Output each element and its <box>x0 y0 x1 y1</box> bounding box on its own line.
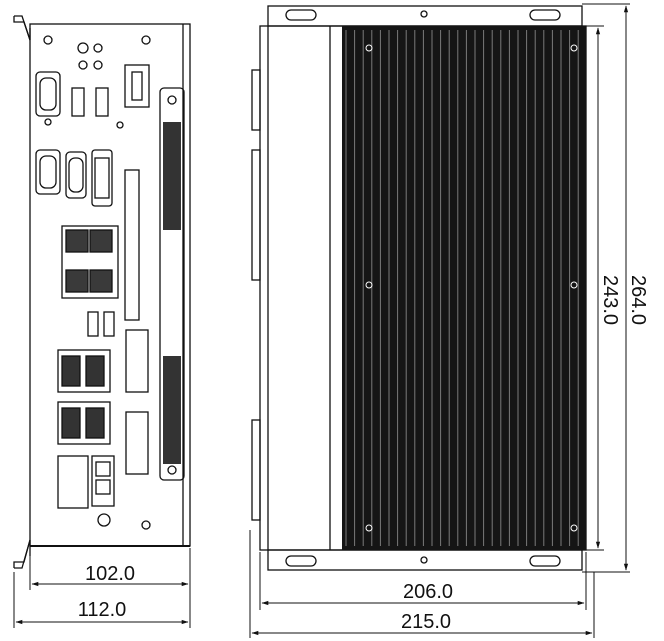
screw <box>141 35 151 45</box>
lan-port-block-2 <box>57 401 111 445</box>
dim-label-outer-width-top: 215.0 <box>401 611 451 633</box>
dvi-port <box>91 149 113 207</box>
power-connector <box>57 455 115 509</box>
side-connector-outline <box>251 69 261 521</box>
dim-label-outer-height: 264.0 <box>627 275 649 325</box>
top-view <box>251 5 587 571</box>
top-mounting-flange <box>267 5 583 27</box>
bottom-mounting-flange <box>267 549 583 571</box>
screw <box>141 520 151 530</box>
lan-port-block-1 <box>57 349 111 393</box>
hdmi-port-1 <box>71 87 85 117</box>
ground-screw <box>97 513 111 527</box>
power-button <box>77 42 89 54</box>
sim-slot <box>124 64 150 108</box>
expansion-bracket <box>124 169 140 321</box>
dim-label-inner-width-top: 206.0 <box>403 581 453 603</box>
heatsink-body <box>342 26 586 550</box>
mounting-slot <box>285 9 317 21</box>
dim-label-outer-width-front: 112.0 <box>78 599 127 621</box>
com-port-1 <box>35 71 61 117</box>
dim-label-inner-height: 243.0 <box>599 275 621 325</box>
vga-port <box>65 151 87 199</box>
dim-label-inner-width-front: 102.0 <box>85 563 135 585</box>
heatsink-fins <box>342 26 586 550</box>
mounting-slot <box>529 9 561 21</box>
expansion-slot-plate <box>159 87 185 481</box>
com-port-2 <box>35 149 61 195</box>
heatsink-screws <box>365 44 578 532</box>
screw <box>116 121 124 129</box>
screw <box>43 35 53 45</box>
screw <box>44 118 52 126</box>
mounting-slot <box>285 555 317 567</box>
dio-terminal-1 <box>125 329 149 393</box>
usb-port <box>87 311 99 337</box>
top-mounting-bracket <box>14 15 31 41</box>
usb-port <box>103 311 115 337</box>
front-dimensions <box>13 548 191 628</box>
lan-ports <box>65 229 113 293</box>
bottom-mounting-bracket <box>14 539 31 569</box>
dio-terminal-2 <box>125 411 149 475</box>
front-view <box>13 15 191 569</box>
hdmi-port-2 <box>95 87 109 117</box>
top-dimensions <box>249 3 630 638</box>
mounting-slot <box>529 555 561 567</box>
